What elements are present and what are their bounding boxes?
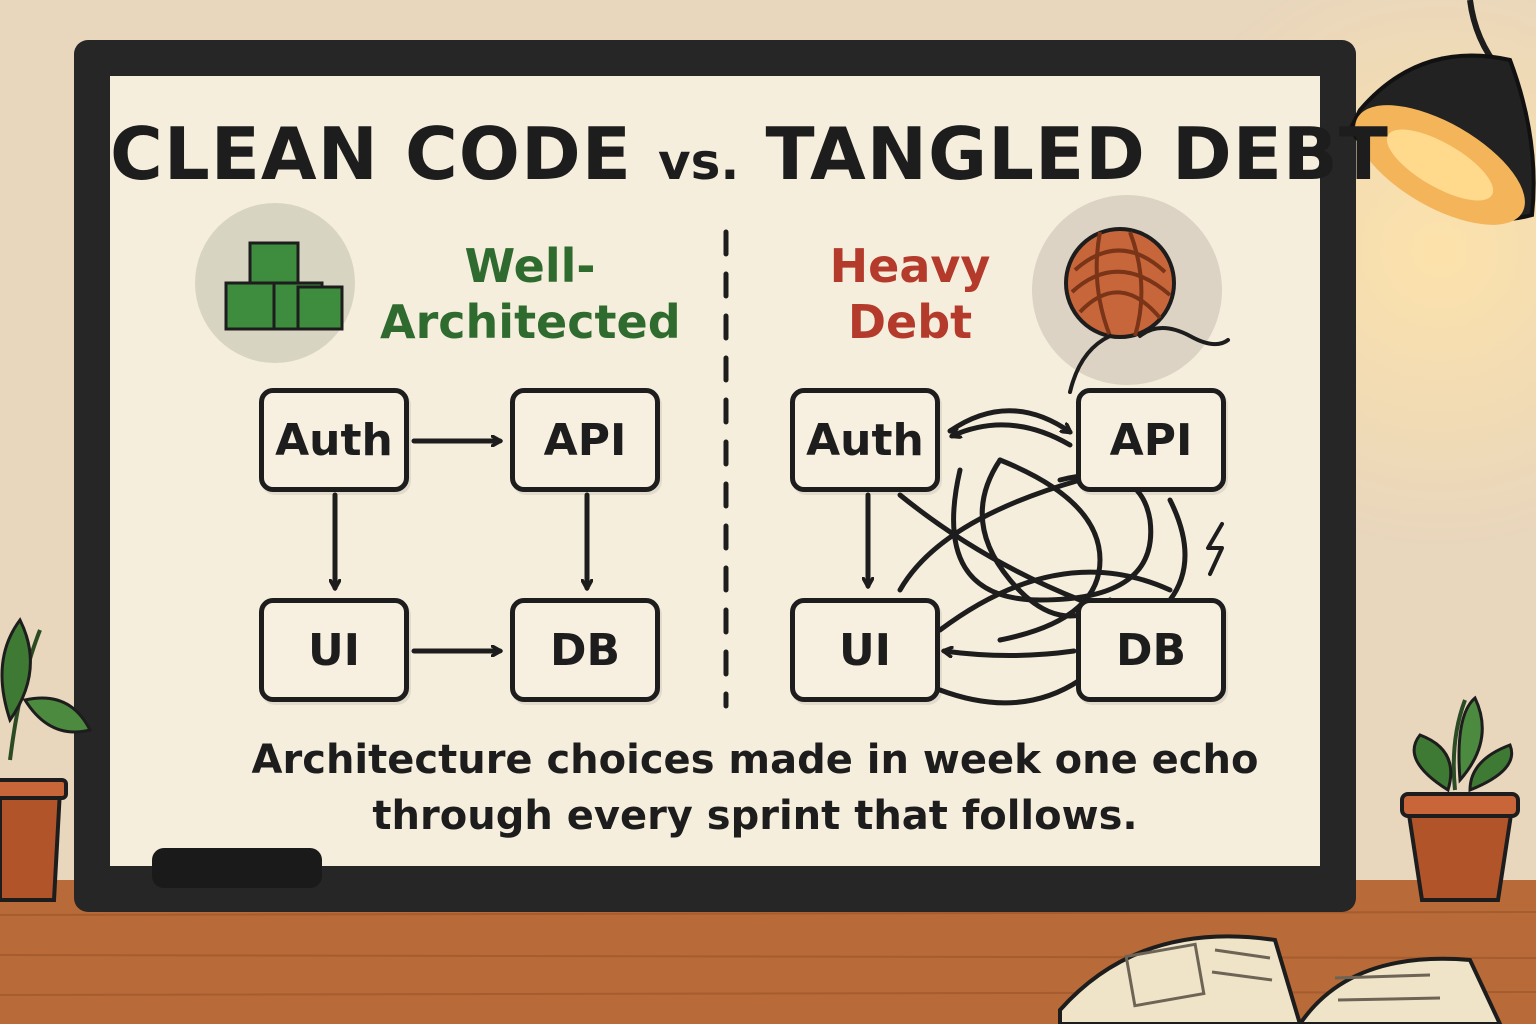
label-good-line1: Well- <box>464 239 596 293</box>
yarn-ball-icon <box>1032 195 1230 394</box>
title-vs: vs. <box>658 133 740 191</box>
node-db-debt: DB <box>1076 598 1226 702</box>
node-ui-debt: UI <box>790 598 940 702</box>
open-book <box>1058 934 1503 1024</box>
marker-eraser <box>152 848 322 888</box>
lightning-bolt-icon <box>1206 522 1224 576</box>
plant-right <box>1400 695 1520 902</box>
label-heavy-debt: Heavy Debt <box>780 238 1040 350</box>
plant-left <box>0 617 93 902</box>
node-ui-clean: UI <box>259 598 409 702</box>
clean-arrows <box>335 441 587 651</box>
label-well-architected: Well- Architected <box>380 238 681 350</box>
node-api-debt: API <box>1076 388 1226 492</box>
caption-line2: through every sprint that follows. <box>372 793 1138 839</box>
caption: Architecture choices made in week one ec… <box>150 732 1360 844</box>
label-bad-line2: Debt <box>847 295 973 349</box>
desk-lamp <box>1347 0 1536 225</box>
page-title: CLEAN CODE vs. TANGLED DEBT <box>110 112 1388 196</box>
title-right: TANGLED DEBT <box>765 112 1389 196</box>
node-api-clean: API <box>510 388 660 492</box>
cubes-icon <box>195 203 355 363</box>
label-bad-line1: Heavy <box>829 239 991 293</box>
node-auth-debt: Auth <box>790 388 940 492</box>
caption-line1: Architecture choices made in week one ec… <box>251 737 1259 783</box>
title-left: CLEAN CODE <box>110 112 632 196</box>
node-db-clean: DB <box>510 598 660 702</box>
node-auth-clean: Auth <box>259 388 409 492</box>
label-good-line2: Architected <box>380 295 681 349</box>
